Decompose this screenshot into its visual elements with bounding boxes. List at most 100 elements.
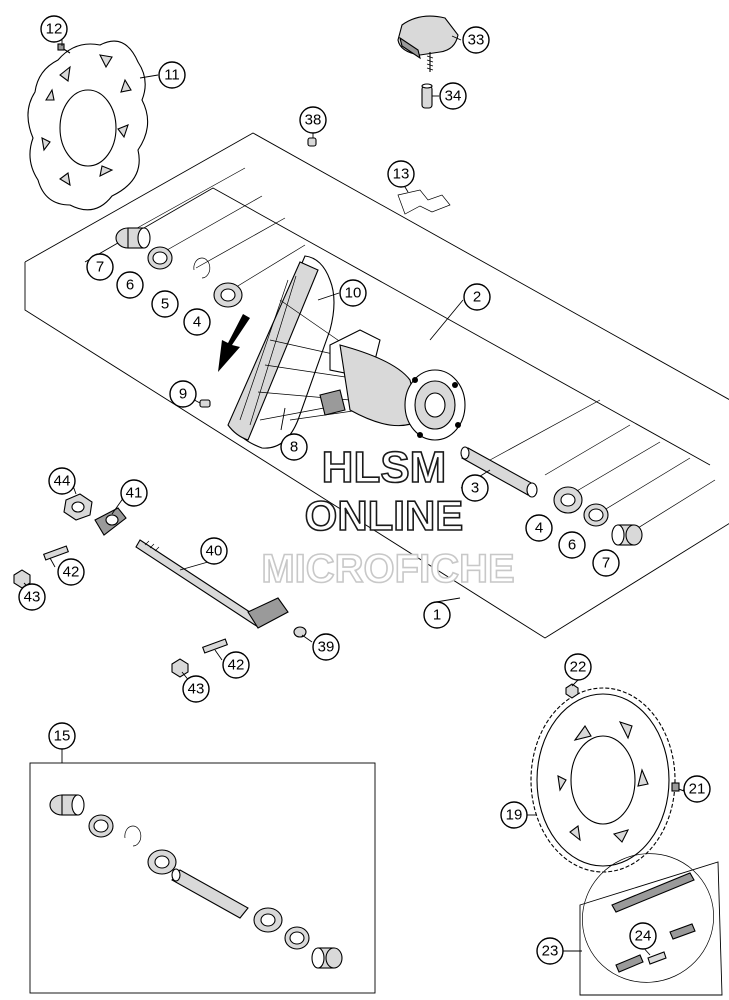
svg-text:7: 7: [602, 555, 610, 572]
callout-12[interactable]: 12: [40, 15, 68, 43]
callout-7-right[interactable]: 7: [592, 549, 620, 577]
lock-nut-right: [171, 658, 189, 678]
watermark-line1: HLSM: [322, 443, 447, 492]
callout-44[interactable]: 44: [48, 467, 76, 495]
brake-disc: [27, 40, 149, 211]
callout-19[interactable]: 19: [500, 801, 528, 829]
callout-10[interactable]: 10: [339, 279, 367, 307]
left-seal: [147, 246, 173, 270]
svg-text:38: 38: [305, 112, 322, 129]
chain-adjuster-left: [94, 507, 127, 536]
svg-text:9: 9: [179, 386, 187, 403]
svg-text:12: 12: [46, 21, 63, 38]
callout-24[interactable]: 24: [629, 922, 657, 950]
callout-43-left[interactable]: 43: [18, 583, 46, 611]
svg-text:33: 33: [468, 32, 485, 49]
svg-text:43: 43: [24, 589, 41, 606]
callout-38[interactable]: 38: [299, 106, 327, 134]
callout-13[interactable]: 13: [387, 160, 415, 188]
callout-34[interactable]: 34: [439, 82, 467, 110]
callout-4-right[interactable]: 4: [525, 514, 553, 542]
callout-22[interactable]: 22: [564, 653, 592, 681]
axle-collar: [293, 626, 307, 638]
rear-sprocket: [530, 687, 676, 873]
right-bearing: [553, 486, 583, 514]
chain-inset: [579, 853, 723, 996]
hub: [257, 299, 466, 441]
svg-text:19: 19: [506, 807, 523, 824]
spacer-sleeve: [421, 83, 433, 109]
svg-text:5: 5: [161, 296, 169, 313]
hub-spacer: [460, 446, 538, 498]
svg-text:4: 4: [535, 520, 543, 537]
svg-text:6: 6: [126, 277, 134, 294]
svg-text:3: 3: [471, 480, 479, 497]
callout-6-left[interactable]: 6: [116, 271, 144, 299]
callout-15[interactable]: 15: [48, 722, 76, 750]
hub-kit-inset: [29, 762, 376, 994]
svg-text:1: 1: [433, 607, 441, 624]
svg-text:11: 11: [164, 67, 180, 84]
left-bearing: [213, 282, 243, 308]
axle-nut: [63, 493, 93, 521]
svg-text:34: 34: [445, 88, 462, 105]
svg-text:2: 2: [473, 289, 481, 306]
svg-text:7: 7: [96, 259, 104, 276]
rim: [227, 255, 335, 449]
adjusting-screw-left: [42, 545, 70, 561]
circlip: [193, 257, 211, 279]
sprocket-nut: [565, 683, 579, 699]
svg-text:6: 6: [568, 537, 576, 554]
callout-7-left[interactable]: 7: [86, 253, 114, 281]
svg-text:42: 42: [228, 657, 245, 674]
callout-11[interactable]: 11: [158, 61, 186, 89]
rim-lock: [397, 189, 451, 215]
svg-text:39: 39: [318, 639, 335, 656]
svg-text:21: 21: [689, 781, 706, 798]
callout-3[interactable]: 3: [461, 474, 489, 502]
svg-text:42: 42: [63, 564, 80, 581]
callout-8[interactable]: 8: [280, 433, 308, 461]
callout-6-right[interactable]: 6: [558, 531, 586, 559]
svg-text:41: 41: [126, 485, 143, 502]
spoke-nipple: [199, 399, 211, 408]
rotation-arrow: [218, 314, 250, 372]
callout-42-left[interactable]: 42: [57, 558, 85, 586]
svg-text:22: 22: [570, 659, 587, 676]
callout-39[interactable]: 39: [312, 633, 340, 661]
watermark: HLSM ONLINE MICROFICHE: [261, 442, 516, 592]
right-seal: [583, 503, 609, 527]
callout-9[interactable]: 9: [169, 380, 197, 408]
svg-text:44: 44: [54, 473, 71, 490]
callout-33[interactable]: 33: [462, 26, 490, 54]
callout-40[interactable]: 40: [200, 537, 228, 565]
callout-2[interactable]: 2: [463, 283, 491, 311]
callout-4-left[interactable]: 4: [183, 308, 211, 336]
callouts: 12 11 33 34 38 13 7 6 5 4 10 2 9 8 44 41…: [18, 15, 711, 965]
svg-text:13: 13: [393, 166, 410, 183]
valve-cap: [307, 137, 317, 147]
svg-text:4: 4: [193, 314, 201, 331]
svg-text:8: 8: [290, 439, 298, 456]
svg-text:40: 40: [206, 543, 223, 560]
chain-guide: [397, 15, 459, 72]
callout-42-right[interactable]: 42: [222, 651, 250, 679]
callout-21[interactable]: 21: [683, 775, 711, 803]
svg-text:15: 15: [54, 728, 71, 745]
callout-23[interactable]: 23: [536, 937, 564, 965]
adjusting-screw-right: [201, 638, 229, 654]
svg-text:43: 43: [188, 681, 205, 698]
right-spacer: [611, 524, 643, 546]
lock-nut-left: [13, 569, 31, 589]
callout-5[interactable]: 5: [151, 290, 179, 318]
svg-text:10: 10: [345, 285, 362, 302]
wheel-axle: [135, 539, 289, 629]
watermark-line3: MICROFICHE: [261, 547, 514, 591]
callout-1[interactable]: 1: [423, 601, 451, 629]
callout-43-right[interactable]: 43: [182, 675, 210, 703]
callout-41[interactable]: 41: [120, 479, 148, 507]
watermark-line2: ONLINE: [305, 492, 464, 539]
svg-text:23: 23: [542, 943, 559, 960]
disc-bolt: [57, 43, 71, 54]
